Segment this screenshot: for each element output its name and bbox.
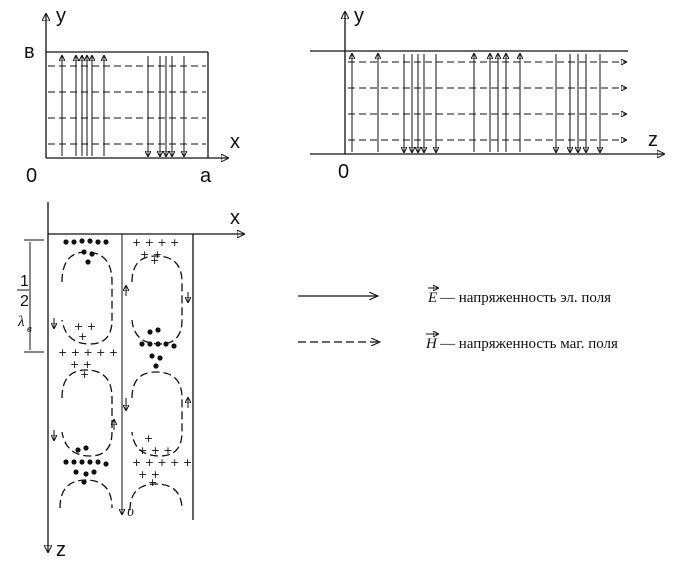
svg-text:+ + + + +: + + + + + bbox=[58, 346, 118, 359]
h-loops-left bbox=[54, 251, 114, 509]
panel1-y-label: y bbox=[56, 5, 66, 27]
legend-h-text: — напряженность маг. поля bbox=[439, 336, 618, 352]
svg-text:+ +: + + bbox=[74, 320, 96, 333]
svg-text:+ +: + + bbox=[138, 468, 160, 481]
half-numerator: 1 bbox=[20, 273, 29, 290]
svg-text:+ +: + + bbox=[70, 358, 92, 371]
panel2-z-label: z bbox=[648, 129, 658, 151]
panel1-a-label: a bbox=[200, 165, 212, 187]
panel3-z-label: z bbox=[56, 539, 66, 561]
e-field-lines-xy bbox=[62, 56, 184, 156]
e-field-lines-yz bbox=[352, 54, 600, 152]
panel3-x-label: x bbox=[230, 207, 240, 229]
svg-text:+ + + + +: + + + + + bbox=[132, 456, 192, 469]
svg-text:+: + bbox=[78, 330, 87, 343]
svg-text:+: + bbox=[144, 432, 153, 445]
legend-e-text: — напряженность эл. поля bbox=[439, 290, 611, 306]
e-dots bbox=[63, 238, 177, 485]
svg-text:+: + bbox=[148, 476, 157, 489]
h-loops-right bbox=[126, 255, 188, 511]
h-field-lines-yz bbox=[348, 62, 626, 140]
e-crosses: + + + + + + + + + + + + + + + + + + + + … bbox=[58, 236, 192, 489]
panel1-x-label: x bbox=[230, 131, 240, 153]
svg-text:+ +: + + bbox=[140, 248, 162, 261]
svg-text:+ + + +: + + + + bbox=[132, 236, 179, 249]
legend-e-symbol: E bbox=[427, 290, 437, 306]
svg-text:+ + +: + + + bbox=[138, 444, 173, 457]
panel-yz-longitudinal: y z 0 bbox=[310, 5, 664, 183]
lambda-symbol: λ bbox=[17, 314, 25, 330]
legend-h-symbol: H bbox=[425, 336, 438, 352]
lambda-subscript: в bbox=[27, 323, 32, 335]
legend: E — напряженность эл. поля H — напряженн… bbox=[298, 288, 618, 352]
panel-xz-top-view: 1 2 λ в bbox=[17, 202, 244, 561]
svg-text:+: + bbox=[80, 368, 89, 381]
half-denominator: 2 bbox=[20, 293, 29, 310]
velocity-label: υ bbox=[127, 504, 134, 520]
panel-xy-cross-section: y в x 0 a bbox=[24, 5, 240, 187]
panel2-y-label: y bbox=[354, 5, 364, 27]
svg-text:+: + bbox=[150, 254, 159, 267]
h-field-lines-xy bbox=[48, 65, 206, 145]
panel1-origin-label: 0 bbox=[26, 165, 37, 187]
panel1-b-label: в bbox=[24, 41, 35, 63]
panel2-origin-label: 0 bbox=[338, 161, 349, 183]
